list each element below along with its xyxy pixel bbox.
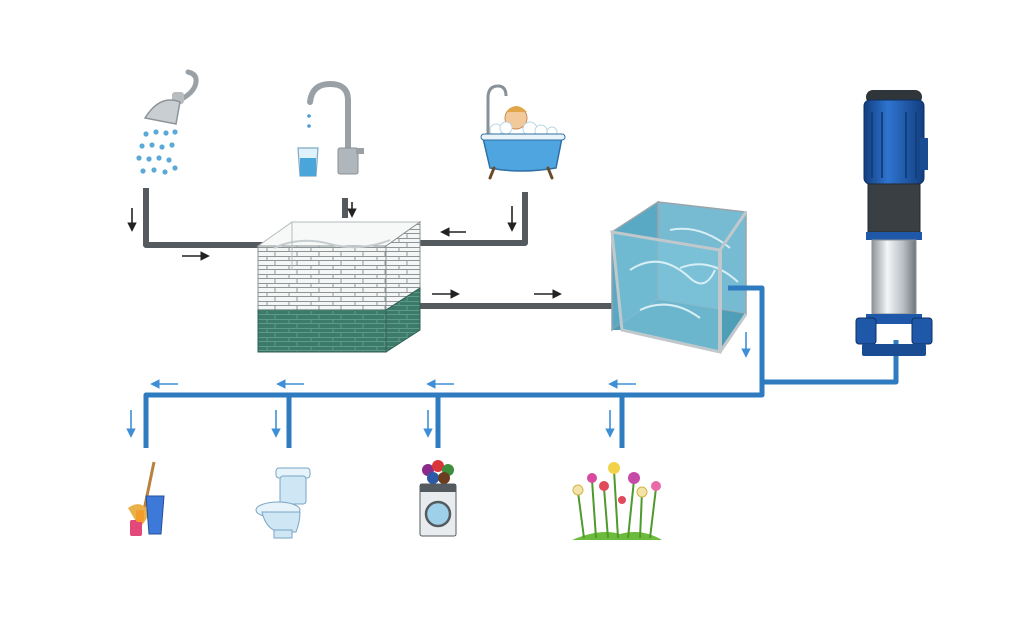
flowers-icon [572,462,662,540]
vertical-pump-icon [855,90,933,356]
faucet-glass-icon [297,80,364,177]
shower-head-icon [136,69,199,175]
mop-bucket-icon [128,461,165,536]
washing-machine-icon [419,460,457,537]
bathtub-icon [480,84,566,180]
storage-tank-icon [610,200,748,354]
toilet-icon [255,467,311,539]
greywater-collection-pipes [143,188,618,309]
flow-arrows-blue [126,332,751,438]
filter-tank-icon [256,221,422,353]
flow-arrows-grey [127,202,562,299]
